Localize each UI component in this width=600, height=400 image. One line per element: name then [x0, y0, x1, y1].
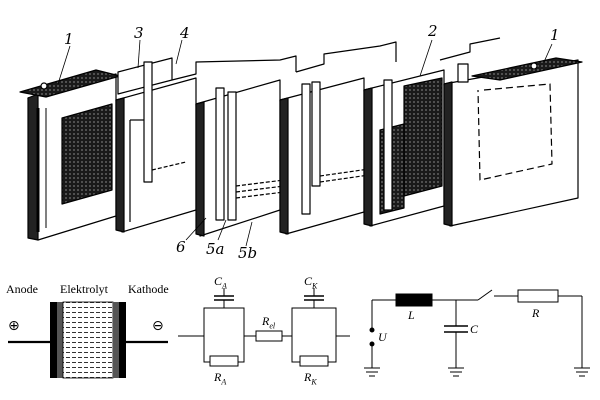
cell-schematic — [8, 301, 168, 379]
r-label: R — [532, 306, 540, 320]
u-label: U — [378, 330, 387, 344]
rel-label: Rel — [262, 314, 276, 331]
port-hole-icon — [530, 62, 538, 70]
end-plate-left — [19, 69, 121, 241]
exploded-view — [19, 37, 583, 241]
c-label: C — [470, 322, 479, 336]
callout-5a: 5a — [206, 240, 225, 258]
end-plate-right — [443, 57, 583, 227]
callout-1-right: 1 — [550, 26, 560, 44]
inductor-l — [395, 293, 433, 307]
ra-label: RA — [214, 370, 227, 387]
membrane-frame-4 — [171, 55, 301, 237]
mesh-frame-2 — [363, 37, 501, 227]
resistor-ra — [209, 355, 239, 367]
cathode-label: Kathode — [128, 282, 169, 296]
callout-1-left: 1 — [64, 30, 74, 48]
electrolyte-region — [62, 301, 114, 379]
flow-frame-3 — [115, 57, 197, 233]
switch — [477, 289, 493, 301]
resistor-rel — [255, 330, 283, 342]
port-hole-icon — [40, 82, 48, 90]
callout-5b: 5b — [238, 244, 258, 262]
anode-label: Anode — [6, 282, 38, 296]
resistor-rk — [299, 355, 329, 367]
callout-2: 2 — [428, 22, 438, 40]
l-label: L — [408, 308, 415, 322]
cathode-plate — [119, 302, 126, 378]
rk-label: RK — [304, 370, 317, 387]
terminal-top — [369, 327, 375, 333]
callout-4: 4 — [180, 24, 190, 42]
ca-label: CA — [214, 274, 227, 291]
callout-leaders — [57, 39, 553, 247]
callout-3: 3 — [134, 24, 144, 42]
callout-6: 6 — [176, 238, 186, 256]
minus-sign: ⊖ — [152, 318, 164, 334]
equivalent-circuit — [178, 288, 590, 377]
electrolyte-label: Elektrolyt — [60, 282, 108, 296]
anode-plate — [50, 302, 57, 378]
terminal-bottom — [369, 341, 375, 347]
ck-label: CK — [304, 274, 318, 291]
plus-sign: ⊕ — [8, 318, 20, 334]
resistor-r — [517, 289, 559, 303]
